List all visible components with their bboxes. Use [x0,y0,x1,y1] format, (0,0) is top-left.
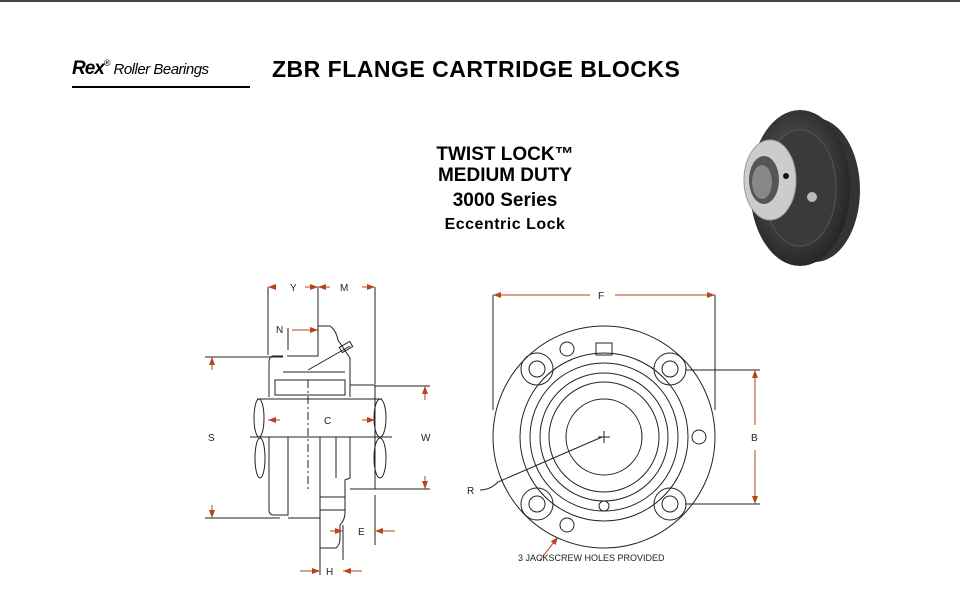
jackscrew-note: 3 JACKSCREW HOLES PROVIDED [518,553,665,563]
dim-F: F [598,291,604,302]
brand-name: Rex [72,58,105,79]
subtitle-medium-duty: MEDIUM DUTY [437,165,573,186]
brand-product-line: Roller Bearings [113,61,210,78]
dim-W: W [421,433,431,444]
dim-Y: Y [290,283,297,294]
subtitle-twist-lock: TWIST LOCK™ [436,144,574,165]
dim-E: E [358,527,365,538]
subtitle-series: 3000 Series [452,190,558,211]
product-photo [743,110,860,266]
side-view-drawing [205,284,430,575]
top-border [0,0,960,2]
dim-N: N [276,325,283,336]
dim-H: H [326,567,333,578]
dim-C: C [324,416,331,427]
brand-logo: Rex®Roller Bearings [72,58,250,88]
front-view-drawing [479,292,760,561]
dim-M: M [340,283,348,294]
subtitle-lock: Eccentric Lock [444,216,566,233]
dim-S: S [208,433,215,444]
registered-mark: ® [103,58,111,68]
dim-R: R [467,486,474,497]
dim-B: B [751,433,758,444]
page-title: ZBR FLANGE CARTRIDGE BLOCKS [272,56,681,82]
